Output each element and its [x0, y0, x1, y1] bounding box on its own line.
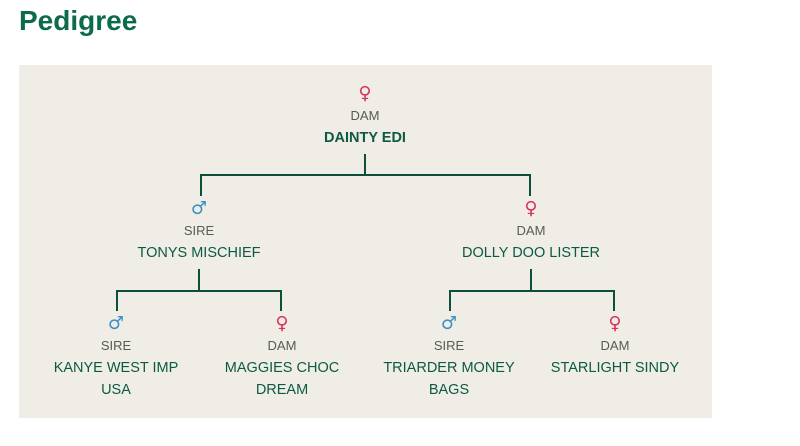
node-name[interactable]: STARLIGHT SINDY [550, 360, 680, 376]
pedigree-node-sire: ♂ SIRE TONYS MISCHIEF [114, 200, 284, 264]
node-role-label: DAM [350, 108, 380, 123]
pedigree-node-dam-dam: ♀ DAM STARLIGHT SINDY [540, 315, 690, 379]
node-role-label: DAM [600, 338, 630, 353]
pedigree-node-dam-sire: ♂ SIRE TRIARDER MONEY BAGS [374, 315, 524, 401]
female-icon: ♀ [524, 198, 538, 219]
pedigree-node-sire-dam: ♀ DAM MAGGIES CHOC DREAM [207, 315, 357, 401]
node-name[interactable]: DOLLY DOO LISTER [461, 245, 601, 261]
pedigree-node-dam: ♀ DAM DOLLY DOO LISTER [446, 200, 616, 264]
node-name[interactable]: KANYE WEST IMP USA [53, 360, 179, 398]
node-name[interactable]: TONYS MISCHIEF [137, 245, 261, 261]
female-icon: ♀ [358, 83, 372, 104]
pedigree-connector-lines [116, 154, 615, 311]
node-name[interactable]: MAGGIES CHOC DREAM [224, 360, 340, 398]
node-role-label: DAM [267, 338, 297, 353]
pedigree-node-sire-sire: ♂ SIRE KANYE WEST IMP USA [41, 315, 191, 401]
node-role-label: SIRE [433, 338, 465, 353]
pedigree-panel: ♀ DAM DAINTY EDI ♂ SIRE TONYS MISCHIEF ♀… [19, 65, 712, 418]
node-name[interactable]: DAINTY EDI [324, 130, 406, 146]
page-title: Pedigree [19, 5, 138, 36]
female-icon: ♀ [608, 313, 622, 334]
node-role-label: SIRE [100, 338, 132, 353]
male-icon: ♂ [190, 198, 208, 219]
male-icon: ♂ [107, 313, 125, 334]
node-role-label: SIRE [183, 223, 215, 238]
node-role-label: DAM [516, 223, 546, 238]
pedigree-node-root: ♀ DAM DAINTY EDI [280, 85, 450, 149]
female-icon: ♀ [275, 313, 289, 334]
node-name[interactable]: TRIARDER MONEY BAGS [383, 360, 515, 398]
male-icon: ♂ [440, 313, 458, 334]
